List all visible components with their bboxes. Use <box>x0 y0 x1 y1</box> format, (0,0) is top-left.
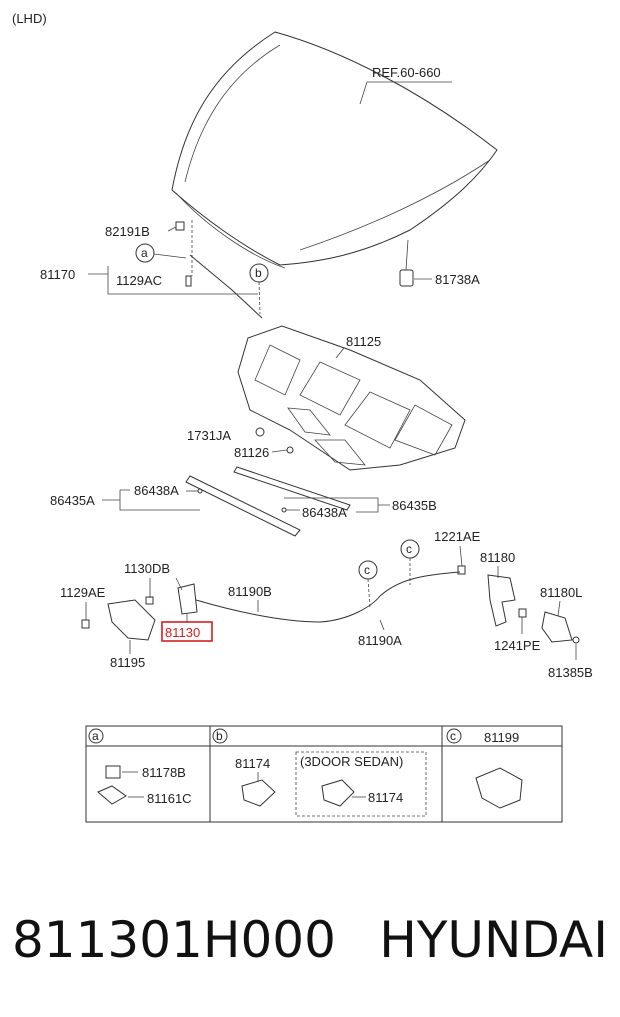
table-a-item-1: 81178B <box>142 765 186 780</box>
label-81125: 81125 <box>346 334 381 349</box>
bolt-1129AE <box>81 619 90 629</box>
bolt-1129AC <box>185 275 192 287</box>
label-86435B: 86435B <box>392 498 437 513</box>
label-81126: 81126 <box>234 445 269 460</box>
label-1731JA: 1731JA <box>187 428 231 443</box>
table-tag-b-circle <box>212 728 228 744</box>
label-81180L: 81180L <box>540 585 582 600</box>
hood-panel <box>171 31 498 269</box>
stopper-81738A <box>399 269 414 287</box>
bracket-81195 <box>107 599 156 641</box>
tag-b-letter: b <box>255 266 262 280</box>
table-tag-b-letter: b <box>216 729 223 743</box>
table-tag-c-circle <box>446 728 462 744</box>
table-tag-c-letter: c <box>450 729 456 743</box>
clip-86438A-top <box>197 488 203 494</box>
tag-c-letter-1: c <box>364 563 370 577</box>
hood-parts-diagram: (LHD) REF.60-660 82191B a 81170 1129AC b… <box>12 11 593 823</box>
label-81738A: 81738A <box>435 272 480 287</box>
label-86438A-bottom: 86438A <box>302 505 347 520</box>
hood-stay-rod <box>189 254 263 319</box>
label-81170: 81170 <box>40 267 75 282</box>
bolt-1130DB <box>145 596 154 605</box>
footer: 811301H000 HYUNDAI <box>0 900 620 980</box>
table-b-variant-title: (3DOOR SEDAN) <box>300 754 403 769</box>
variant-box-3door <box>295 751 427 817</box>
table-c-item: 81199 <box>484 730 519 745</box>
detail-table <box>85 725 563 823</box>
label-81190B: 81190B <box>228 584 272 599</box>
table-b-item: 81174 <box>235 756 270 771</box>
bolt-1221AE <box>457 565 466 575</box>
weatherstrip-86435B <box>233 466 351 511</box>
clip-81161C <box>97 785 127 805</box>
table-b-variant-item: 81174 <box>368 790 403 805</box>
tag-c-letter-2: c <box>406 542 412 556</box>
tag-a-circle <box>135 243 155 263</box>
ref-label: REF.60-660 <box>372 65 441 80</box>
clip-81174-3door <box>321 779 355 807</box>
tag-a-letter: a <box>141 246 148 260</box>
footer-part-number: 811301H000 <box>12 911 336 969</box>
release-cable-81190 <box>195 571 461 623</box>
screw-81385B <box>572 636 580 644</box>
weatherstrip-86435A <box>185 475 301 537</box>
clip-86438A-bottom <box>281 507 287 513</box>
release-handle-81180L <box>541 611 573 643</box>
label-1221AE: 1221AE <box>434 529 481 544</box>
handle-cover-81199 <box>475 767 523 809</box>
drive-side-label: (LHD) <box>12 11 47 26</box>
label-81190A: 81190A <box>358 633 402 648</box>
insulator-pad-81125 <box>237 325 466 471</box>
bolt-1241PE <box>518 608 527 618</box>
ref-leader <box>359 81 452 105</box>
latch-assembly-81130 <box>177 583 198 615</box>
bumper-82191B <box>175 221 185 231</box>
label-1129AE: 1129AE <box>60 585 106 600</box>
clip-1731JA <box>255 427 265 437</box>
label-1129AC: 1129AC <box>116 273 162 288</box>
release-handle-81180 <box>487 574 516 627</box>
label-81195: 81195 <box>110 655 145 670</box>
label-81385B: 81385B <box>548 665 593 680</box>
footer-brand: HYUNDAI <box>379 911 608 969</box>
label-1130DB: 1130DB <box>124 561 170 576</box>
grommet-81178B <box>105 765 121 779</box>
label-81180: 81180 <box>480 550 515 565</box>
clip-81126 <box>286 446 294 454</box>
label-81130: 81130 <box>165 625 200 640</box>
label-82191B: 82191B <box>105 224 150 239</box>
label-86435A: 86435A <box>50 493 95 508</box>
table-tag-a-circle <box>88 728 104 744</box>
label-86438A-top: 86438A <box>134 483 179 498</box>
label-1241PE: 1241PE <box>494 638 541 653</box>
table-tag-a-letter: a <box>92 729 99 743</box>
clip-81174 <box>241 779 276 807</box>
table-a-item-2: 81161C <box>147 791 192 806</box>
